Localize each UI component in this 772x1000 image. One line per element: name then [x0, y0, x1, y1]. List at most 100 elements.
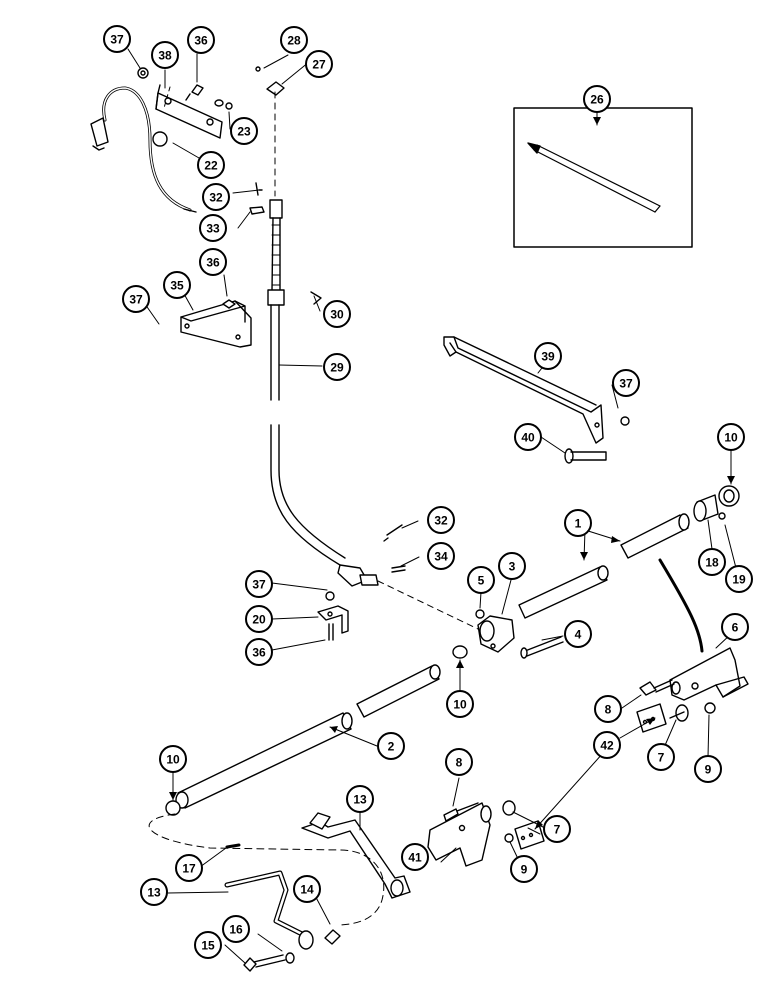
nut-37c: [620, 416, 630, 426]
part-32-pin: [383, 524, 403, 542]
svg-text:13: 13: [147, 886, 161, 900]
svg-text:10: 10: [724, 431, 738, 445]
callout-40: 40: [514, 423, 542, 451]
svg-text:42: 42: [600, 739, 614, 753]
svg-text:13: 13: [353, 793, 367, 807]
svg-text:29: 29: [330, 361, 344, 375]
callout-26: 26: [583, 85, 611, 113]
callout-36a: 36: [187, 26, 215, 54]
callout-42: 42: [593, 731, 621, 759]
bushing-10-mid: [452, 645, 468, 659]
part-40-bolt: [564, 448, 607, 464]
callout-39: 39: [534, 342, 562, 370]
callout-29: 29: [323, 353, 351, 381]
svg-text:14: 14: [300, 883, 314, 897]
svg-text:37: 37: [619, 377, 633, 391]
part-26-inset: [513, 107, 693, 248]
callout-16: 16: [222, 915, 250, 943]
callout-7a: 7: [647, 743, 675, 771]
callout-38: 38: [151, 41, 179, 69]
svg-text:19: 19: [732, 573, 746, 587]
callout-28: 28: [280, 26, 308, 54]
callout-15: 15: [194, 931, 222, 959]
svg-text:38: 38: [158, 49, 172, 63]
callout-9b: 9: [510, 855, 538, 883]
callout-3: 3: [498, 552, 526, 580]
part-39-bracket: [443, 336, 604, 444]
svg-text:36: 36: [194, 34, 208, 48]
callout-37d: 37: [245, 570, 273, 598]
part-1-rods: [518, 513, 690, 619]
callout-5: 5: [467, 566, 495, 594]
callout-20: 20: [245, 605, 273, 633]
callout-8b: 8: [445, 748, 473, 776]
callout-22: 22: [197, 151, 225, 179]
callout-32b: 32: [427, 506, 455, 534]
svg-text:8: 8: [456, 756, 463, 770]
svg-text:18: 18: [705, 556, 719, 570]
svg-text:40: 40: [521, 431, 535, 445]
svg-text:26: 26: [590, 93, 604, 107]
callout-41: 41: [401, 843, 429, 871]
callout-30: 30: [323, 300, 351, 328]
part-3-block: [475, 609, 564, 659]
callout-13a: 13: [346, 785, 374, 813]
part-22-cable: [90, 86, 197, 213]
callout-37b: 37: [122, 285, 150, 313]
svg-text:9: 9: [521, 863, 528, 877]
callouts: 37 38 36 28 27 23 22 32 33 36 35 37 30 2…: [103, 25, 753, 959]
svg-text:8: 8: [605, 703, 612, 717]
svg-text:7: 7: [554, 823, 561, 837]
svg-text:10: 10: [453, 698, 467, 712]
svg-text:27: 27: [312, 58, 326, 72]
callout-10b: 10: [446, 690, 474, 718]
svg-text:37: 37: [252, 578, 266, 592]
callout-8a: 8: [594, 695, 622, 723]
part-20-bracket: [317, 591, 349, 641]
svg-text:9: 9: [705, 763, 712, 777]
svg-text:36: 36: [206, 256, 220, 270]
svg-text:16: 16: [229, 923, 243, 937]
callout-1: 1: [564, 509, 592, 537]
svg-text:32: 32: [209, 191, 223, 205]
callout-33: 33: [199, 214, 227, 242]
part-34-pin: [391, 565, 406, 573]
callout-9a: 9: [694, 755, 722, 783]
part-13-rod: [224, 843, 341, 950]
part-41-bracket: [427, 800, 516, 867]
callout-37a: 37: [103, 25, 131, 53]
callout-14: 14: [293, 875, 321, 903]
svg-text:33: 33: [206, 222, 220, 236]
bolt-15: [243, 952, 295, 972]
part-35-bracket: [180, 299, 252, 348]
callout-23: 23: [230, 117, 258, 145]
callout-17: 17: [175, 854, 203, 882]
svg-text:30: 30: [330, 308, 344, 322]
svg-text:37: 37: [110, 33, 124, 47]
svg-text:37: 37: [129, 293, 143, 307]
callout-36b: 36: [199, 248, 227, 276]
callout-34: 34: [427, 542, 455, 570]
svg-text:20: 20: [252, 613, 266, 627]
callout-19: 19: [725, 565, 753, 593]
callout-6: 6: [721, 613, 749, 641]
callout-2: 2: [377, 732, 405, 760]
callout-10c: 10: [159, 745, 187, 773]
callout-35: 35: [163, 271, 191, 299]
callout-4: 4: [564, 620, 592, 648]
svg-text:41: 41: [408, 851, 422, 865]
svg-text:23: 23: [237, 125, 251, 139]
part-38-plate: [155, 84, 223, 139]
bushings-right: [693, 485, 740, 522]
part-2-rods: [165, 664, 441, 816]
callout-10a: 10: [717, 423, 745, 451]
svg-text:1: 1: [575, 517, 582, 531]
svg-text:22: 22: [204, 159, 218, 173]
svg-text:5: 5: [478, 574, 485, 588]
svg-text:36: 36: [252, 646, 266, 660]
callout-32a: 32: [202, 183, 230, 211]
arrow-1-6: [658, 558, 704, 653]
svg-text:7: 7: [658, 751, 665, 765]
svg-text:34: 34: [434, 550, 448, 564]
